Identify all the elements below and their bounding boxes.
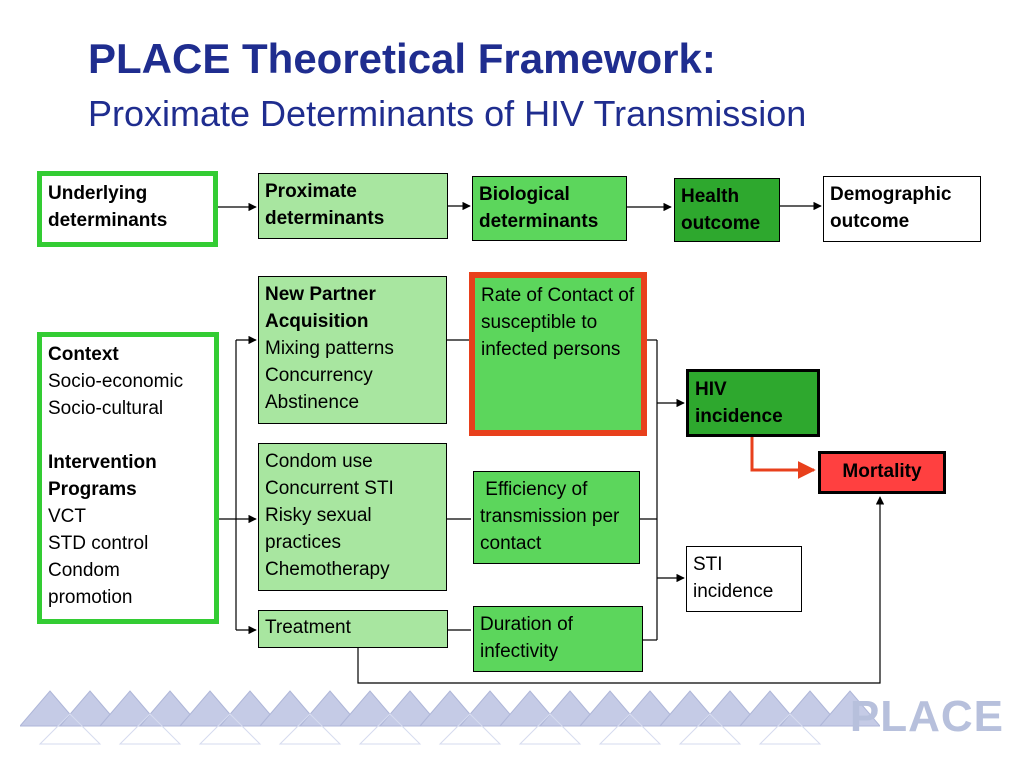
mortality-label: Mortality	[842, 461, 922, 482]
rate-of-contact-label: Rate of Contact of susceptible to infect…	[481, 285, 635, 360]
sti-incidence-box: STI incidence	[686, 546, 802, 612]
efficiency-label: Efficiency of transmission per contact	[480, 479, 625, 554]
treatment-box: Treatment	[258, 610, 448, 648]
intervention-item: Condom promotion	[48, 560, 133, 608]
sti-incidence-label: STI incidence	[693, 554, 774, 602]
page-title: PLACE Theoretical Framework:	[88, 35, 716, 82]
underlying-determinants-box: Underlying determinants	[37, 171, 218, 247]
condom-box-item: Risky sexual practices	[265, 505, 372, 553]
proximate-determinants-box: Proximate determinants	[258, 173, 448, 239]
new-partner-item: Abstinence	[265, 392, 360, 413]
efficiency-box: Efficiency of transmission per contact	[473, 471, 640, 564]
page-subtitle: Proximate Determinants of HIV Transmissi…	[88, 93, 807, 134]
health-outcome-box: Health outcome	[674, 178, 780, 242]
new-partner-item: Concurrency	[265, 365, 373, 386]
biological-determinants-box: Biological determinants	[472, 176, 627, 241]
demographic-outcome-label: Demographic outcome	[830, 184, 952, 232]
footer-triangle-pattern	[20, 690, 880, 745]
mortality-box: Mortality	[818, 451, 946, 494]
condom-box-item: Chemotherapy	[265, 559, 390, 580]
rate-of-contact-box: Rate of Contact of susceptible to infect…	[469, 272, 647, 436]
condom-box-item: Condom use	[265, 451, 373, 472]
intervention-heading: Intervention Programs	[48, 452, 157, 500]
condom-use-box: Condom use Concurrent STI Risky sexual p…	[258, 443, 447, 591]
new-partner-box: New Partner Acquisition Mixing patterns …	[258, 276, 447, 424]
duration-label: Duration of infectivity	[480, 614, 573, 662]
hiv-incidence-label: HIV incidence	[695, 379, 783, 427]
hiv-incidence-box: HIV incidence	[686, 369, 820, 437]
health-outcome-label: Health outcome	[681, 186, 761, 234]
underlying-determinants-label: Underlying determinants	[48, 183, 168, 231]
context-heading: Context	[48, 344, 119, 365]
condom-box-item: Concurrent STI	[265, 478, 394, 499]
place-logo: PLACE	[849, 692, 1004, 741]
duration-box: Duration of infectivity	[473, 606, 643, 672]
context-item: Socio-economic	[48, 371, 184, 392]
treatment-label: Treatment	[265, 617, 351, 638]
context-box: Context Socio-economic Socio-cultural In…	[37, 332, 219, 624]
new-partner-heading: New Partner Acquisition	[265, 284, 376, 332]
biological-determinants-label: Biological determinants	[479, 184, 599, 232]
proximate-determinants-label: Proximate determinants	[265, 181, 385, 229]
new-partner-item: Mixing patterns	[265, 338, 394, 359]
intervention-item: VCT	[48, 506, 86, 527]
intervention-item: STD control	[48, 533, 149, 554]
demographic-outcome-box: Demographic outcome	[823, 176, 981, 242]
context-item: Socio-cultural	[48, 398, 164, 419]
